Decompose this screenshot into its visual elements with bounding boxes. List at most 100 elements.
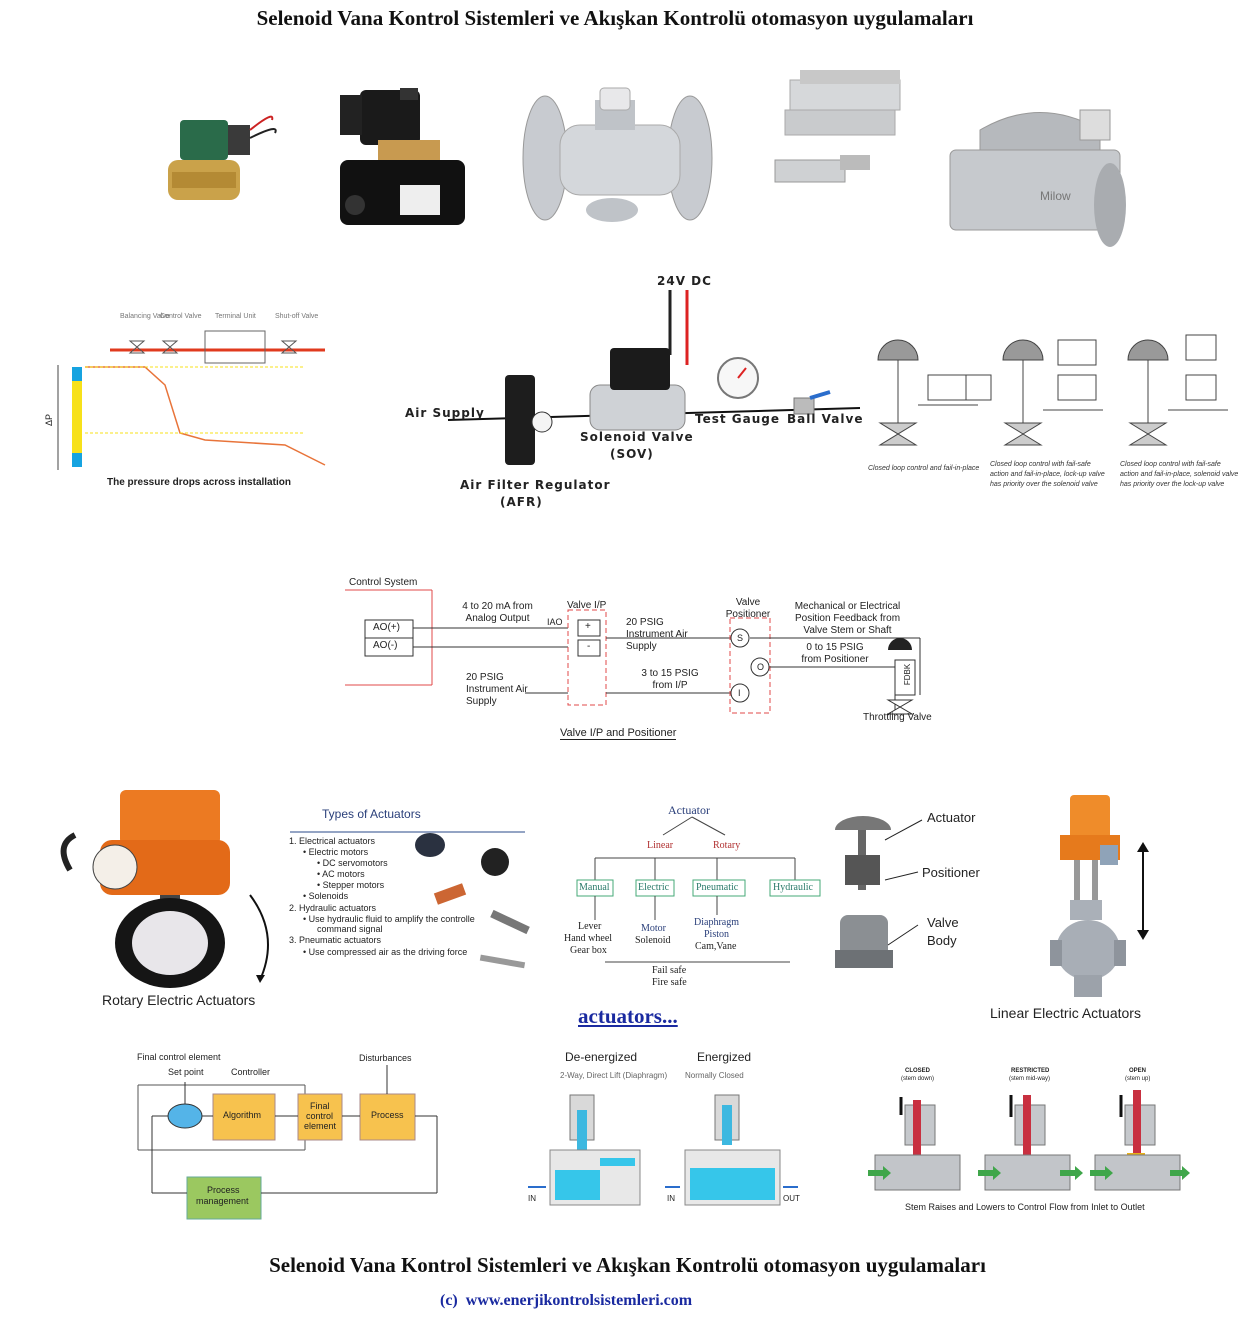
port-s: S xyxy=(737,633,744,643)
tree-piston: Piston xyxy=(704,929,730,940)
solenoid-states-diagram: De-energized Energized 2-Way, Direct Lif… xyxy=(525,1050,810,1215)
supply-label-2: 20 PSIG Instrument Air Supply xyxy=(466,672,528,707)
page-title: Selenoid Vana Kontrol Sistemleri ve Akış… xyxy=(256,6,974,30)
tree-firesafe: Fire safe xyxy=(652,977,687,988)
supply-label-1: 20 PSIG Instrument Air Supply xyxy=(626,617,688,652)
actuator-tree: Actuator Linear Rotary Manual Electric P… xyxy=(545,795,830,1005)
iao-label: IAO xyxy=(547,617,563,627)
tree-rotary: Rotary xyxy=(713,840,741,851)
stem-caption: Stem Raises and Lowers to Control Flow f… xyxy=(905,1202,1145,1212)
pressure-drop-chart: Balancing Valve Control Valve Terminal U… xyxy=(44,305,335,495)
footer-url[interactable]: www.enerjikontrolsistemleri.com xyxy=(465,1292,693,1309)
closed-label: CLOSED xyxy=(905,1068,931,1074)
copyright-symbol: (c) xyxy=(440,1292,458,1309)
fce-line-3: element xyxy=(304,1121,337,1131)
test-gauge-label: Test Gauge xyxy=(695,412,781,426)
energized-label: Energized xyxy=(697,1050,752,1064)
type-item-1: • Electric motors xyxy=(303,847,369,857)
port-i: I xyxy=(738,688,741,698)
process-label: Process xyxy=(371,1110,404,1120)
disturbances-label: Disturbances xyxy=(359,1053,412,1063)
tree-linear: Linear xyxy=(647,840,674,851)
tree-pneumatic: Pneumatic xyxy=(696,882,739,893)
type-item-0: 1. Electrical actuators xyxy=(289,836,376,846)
pressure-caption: The pressure drops across installation xyxy=(107,477,291,488)
brass-solenoid-valve-image xyxy=(168,115,277,200)
part-body: Body xyxy=(927,933,957,948)
tree-lever: Lever xyxy=(578,921,602,932)
tree-gearbox: Gear box xyxy=(570,945,607,956)
tree-root: Actuator xyxy=(668,803,710,817)
open-sub: (stem up) xyxy=(1125,1076,1151,1082)
tree-handwheel: Hand wheel xyxy=(564,933,613,944)
setpoint-label: Set point xyxy=(168,1067,204,1077)
out-label: OUT xyxy=(783,1194,800,1203)
large-aluminium-valve-image: Milow xyxy=(949,109,1126,247)
y-axis-label: ΔP xyxy=(44,413,55,427)
throttling-label: Throttling Valve xyxy=(863,712,932,723)
label-control: Control Valve xyxy=(160,313,202,320)
control-valve-parts: Actuator Positioner Valve Body xyxy=(830,800,990,985)
ao-minus-label: AO(-) xyxy=(373,640,398,651)
positioner-diagram: Control System AO(+) AO(-) 4 to 20 mA fr… xyxy=(340,570,960,750)
type-item-9: 3. Pneumatic actuators xyxy=(289,935,382,945)
product-photos: Milow xyxy=(168,70,1126,247)
tree-electric: Electric xyxy=(638,882,670,893)
control-system-label: Control System xyxy=(349,577,418,588)
types-of-actuators: Types of Actuators 1. Electrical actuato… xyxy=(285,800,535,980)
type-item-4: • Stepper motors xyxy=(317,880,385,890)
label-shutoff: Shut-off Valve xyxy=(275,313,319,320)
analog-label: 4 to 20 mA from Analog Output xyxy=(462,601,533,624)
from-ip-label: 3 to 15 PSIG from I/P xyxy=(641,668,699,691)
afr-abbr-label: (AFR) xyxy=(500,495,543,509)
ip-minus: - xyxy=(587,641,591,652)
tree-solenoid: Solenoid xyxy=(635,935,671,946)
control-loop-diagram: Final control element Set point Controll… xyxy=(135,1050,445,1225)
valve-ip-label: Valve I/P xyxy=(567,600,607,611)
pm-line-2: management xyxy=(196,1196,249,1206)
tree-hydraulic: Hydraulic xyxy=(773,882,813,893)
svg-text:Milow: Milow xyxy=(1040,189,1071,203)
label-terminal: Terminal Unit xyxy=(215,313,256,320)
rotary-caption: Rotary Electric Actuators xyxy=(102,992,256,1008)
footer-copyright: (c) www.enerjikontrolsistemleri.com xyxy=(440,1292,692,1310)
failsafe-schematics: Closed loop control and fail-in-place Cl… xyxy=(868,325,1248,500)
sub-label-2: Normally Closed xyxy=(685,1071,744,1080)
from-positioner-label: 0 to 15 PSIG from Positioner xyxy=(801,642,869,665)
flanged-stainless-valve-image xyxy=(522,87,713,222)
in-label-2: IN xyxy=(667,1194,675,1203)
sov-abbr-label: (SOV) xyxy=(610,447,654,461)
restricted-sub: (stem mid-way) xyxy=(1009,1076,1051,1082)
valve-positioner-label: Valve Positioner xyxy=(725,597,771,620)
voltage-label: 24V DC xyxy=(657,274,712,288)
open-label: OPEN xyxy=(1129,1068,1147,1074)
type-item-6: 2. Hydraulic actuators xyxy=(289,903,377,913)
footer-title: Selenoid Vana Kontrol Sistemleri ve Akış… xyxy=(269,1253,986,1277)
in-label-1: IN xyxy=(528,1194,536,1203)
type-item-2: • DC servomotors xyxy=(317,858,388,868)
stem-states-diagram: CLOSED (stem down) RESTRICTED (stem mid-… xyxy=(865,1065,1190,1220)
final-element-label: Final control element xyxy=(137,1052,221,1062)
air-supply-label: Air Supply xyxy=(405,406,485,420)
linear-caption: Linear Electric Actuators xyxy=(990,1005,1141,1021)
rotary-actuator-photo xyxy=(60,785,290,1015)
type-item-10: • Use compressed air as the driving forc… xyxy=(303,947,468,957)
tree-failsafe: Fail safe xyxy=(652,965,687,976)
sov-diagram: 24V DC Air Supply Solenoid Valve (SOV) T… xyxy=(380,270,870,520)
tree-manual: Manual xyxy=(579,882,610,893)
port-o: O xyxy=(757,662,765,672)
fdbk-label: FDBK xyxy=(903,663,913,686)
feedback-label: Mechanical or Electrical Position Feedba… xyxy=(794,601,901,636)
actuators-link[interactable]: actuators... xyxy=(578,1004,678,1028)
tree-motor: Motor xyxy=(641,923,666,934)
pneumatic-manifold-image xyxy=(774,70,901,183)
failsafe-caption-2: Closed loop control with fail-safe actio… xyxy=(990,461,1105,488)
label-balancing: Balancing Valve xyxy=(120,313,170,320)
failsafe-caption-3: Closed loop control with fail-safe actio… xyxy=(1120,461,1239,488)
type-item-5: • Solenoids xyxy=(303,891,349,901)
tree-diaphragm: Diaphragm xyxy=(694,917,739,928)
ball-valve-label: Ball Valve xyxy=(787,412,864,426)
linear-actuator-photo xyxy=(1030,790,1170,1005)
black-pulse-valve-image xyxy=(340,88,465,225)
pm-line-1: Process xyxy=(207,1185,240,1195)
